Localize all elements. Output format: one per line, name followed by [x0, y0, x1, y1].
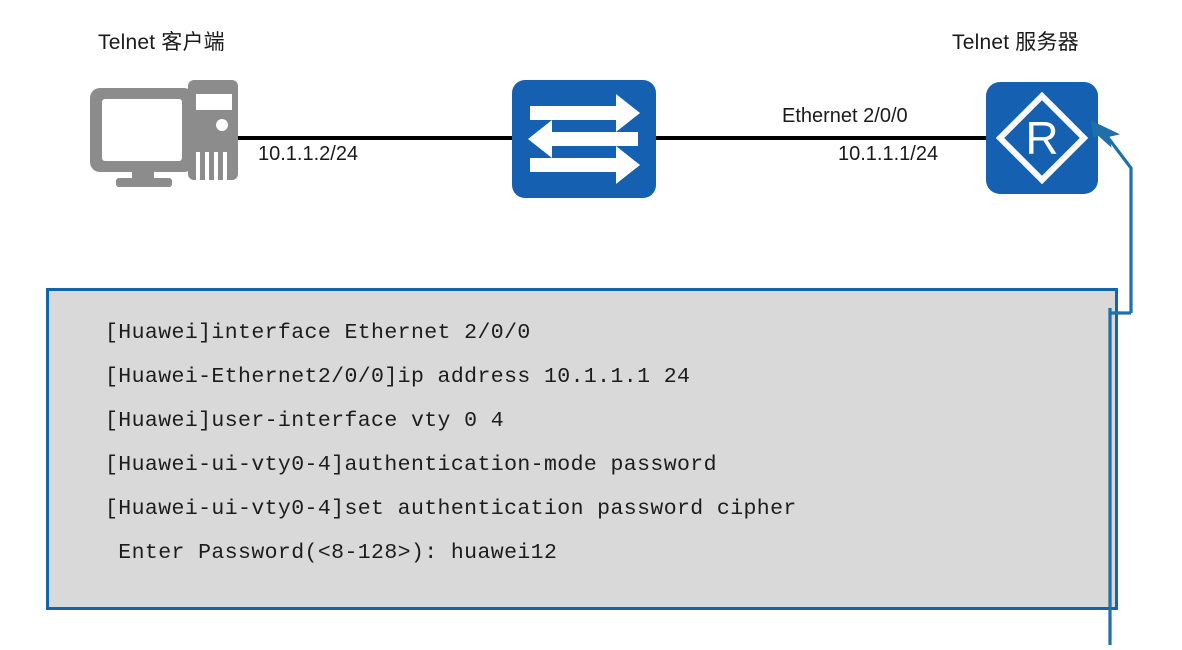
client-ip-label: 10.1.1.2/24	[258, 143, 359, 165]
command-line: [Huawei-Ethernet2/0/0]ip address 10.1.1.…	[105, 365, 691, 389]
command-line: [Huawei-ui-vty0-4]authentication-mode pa…	[105, 453, 717, 477]
switch-icon	[512, 80, 656, 198]
link-switch-to-router	[656, 136, 986, 140]
router-interface-label: Ethernet 2/0/0	[782, 105, 908, 127]
router-icon: R	[986, 82, 1098, 194]
router-icon-letter: R	[1025, 112, 1058, 164]
configuration-code-box: [Huawei]interface Ethernet 2/0/0 [Huawei…	[46, 288, 1118, 610]
configuration-command-list: [Huawei]interface Ethernet 2/0/0 [Huawei…	[105, 311, 1105, 575]
router-ip-label: 10.1.1.1/24	[838, 143, 939, 165]
server-node-label: Telnet 服务器	[952, 31, 1079, 54]
command-line: [Huawei]interface Ethernet 2/0/0	[105, 321, 531, 345]
client-node-label: Telnet 客户端	[98, 31, 225, 54]
desktop-pc-icon	[88, 78, 243, 190]
command-line: [Huawei]user-interface vty 0 4	[105, 409, 505, 433]
link-client-to-switch	[238, 136, 516, 140]
command-line: [Huawei-ui-vty0-4]set authentication pas…	[105, 497, 797, 521]
command-line: Enter Password(<8-128>): huawei12	[105, 541, 558, 565]
